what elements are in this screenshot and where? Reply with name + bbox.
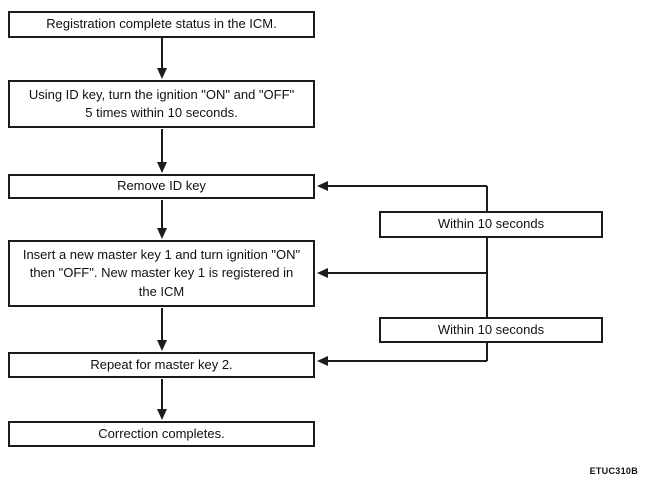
flow-step-label-line: Using ID key, turn the ignition "ON" and…: [28, 86, 295, 102]
flow-step-repeat-master-key-2: Repeat for master key 2.: [8, 352, 315, 378]
flow-step-label: Registration complete status in the ICM.: [46, 16, 277, 32]
timing-box-within-10-seconds-2: Within 10 seconds: [379, 317, 603, 343]
flow-step-correction-completes: Correction completes.: [8, 421, 315, 447]
timing-box-within-10-seconds-1: Within 10 seconds: [379, 211, 603, 238]
flow-step-insert-master-key-1: Insert a new master key 1 and turn ignit…: [8, 240, 315, 307]
flow-step-registration-complete: Registration complete status in the ICM.: [8, 11, 315, 38]
flow-step-ignition-cycle: Using ID key, turn the ignition "ON" and…: [8, 80, 315, 128]
flow-step-label-line: then "OFF". New master key 1 is register…: [29, 265, 294, 281]
flow-step-label-line: the ICM: [138, 283, 185, 299]
flow-step-label-line: 5 times within 10 seconds.: [85, 105, 238, 120]
flow-step-label: Repeat for master key 2.: [90, 356, 233, 372]
flow-step-label: Correction completes.: [98, 425, 225, 441]
figure-code: ETUC310B: [589, 466, 638, 476]
timing-box-label: Within 10 seconds: [437, 216, 545, 232]
timing-box-label: Within 10 seconds: [437, 321, 545, 337]
flow-step-label: Remove ID key: [117, 178, 206, 194]
flow-step-label-line: Insert a new master key 1 and turn ignit…: [22, 246, 301, 262]
flow-step-remove-id-key: Remove ID key: [8, 174, 315, 199]
